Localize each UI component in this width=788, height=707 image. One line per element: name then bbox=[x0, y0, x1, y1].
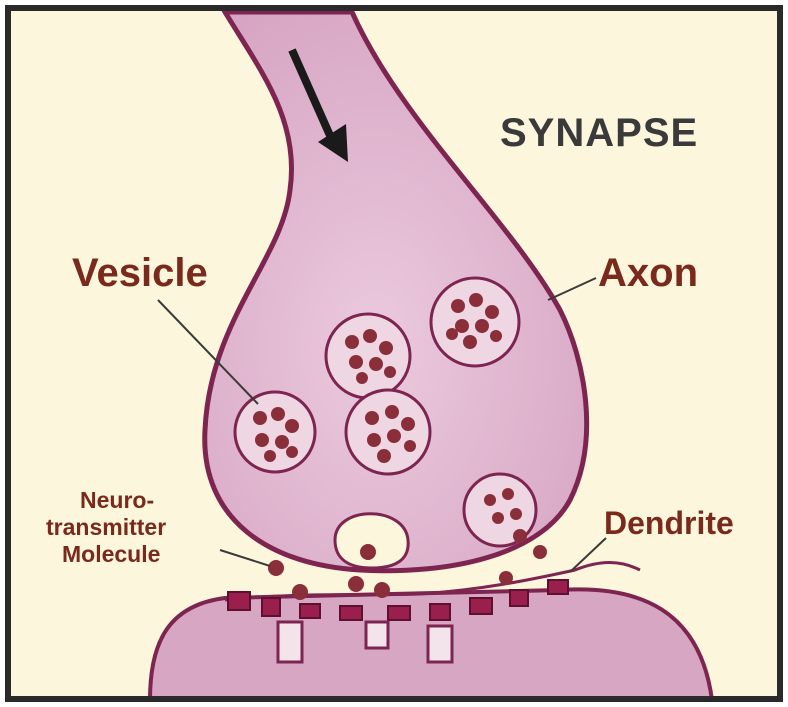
axon-label: Axon bbox=[598, 251, 698, 295]
vesicle bbox=[431, 278, 519, 366]
neurotransmitter-label-line1: Neuro- bbox=[80, 487, 154, 513]
fusing-vesicle bbox=[335, 514, 408, 568]
vesicle bbox=[235, 392, 315, 472]
vesicle bbox=[326, 314, 410, 398]
diagram-title: SYNAPSE bbox=[500, 111, 698, 155]
dendrite-label: Dendrite bbox=[604, 505, 734, 541]
neurotransmitter-label-line3: Molecule bbox=[62, 541, 160, 567]
neurotransmitter-label-line2: transmitter bbox=[46, 514, 166, 540]
vesicle-label: Vesicle bbox=[72, 251, 208, 295]
